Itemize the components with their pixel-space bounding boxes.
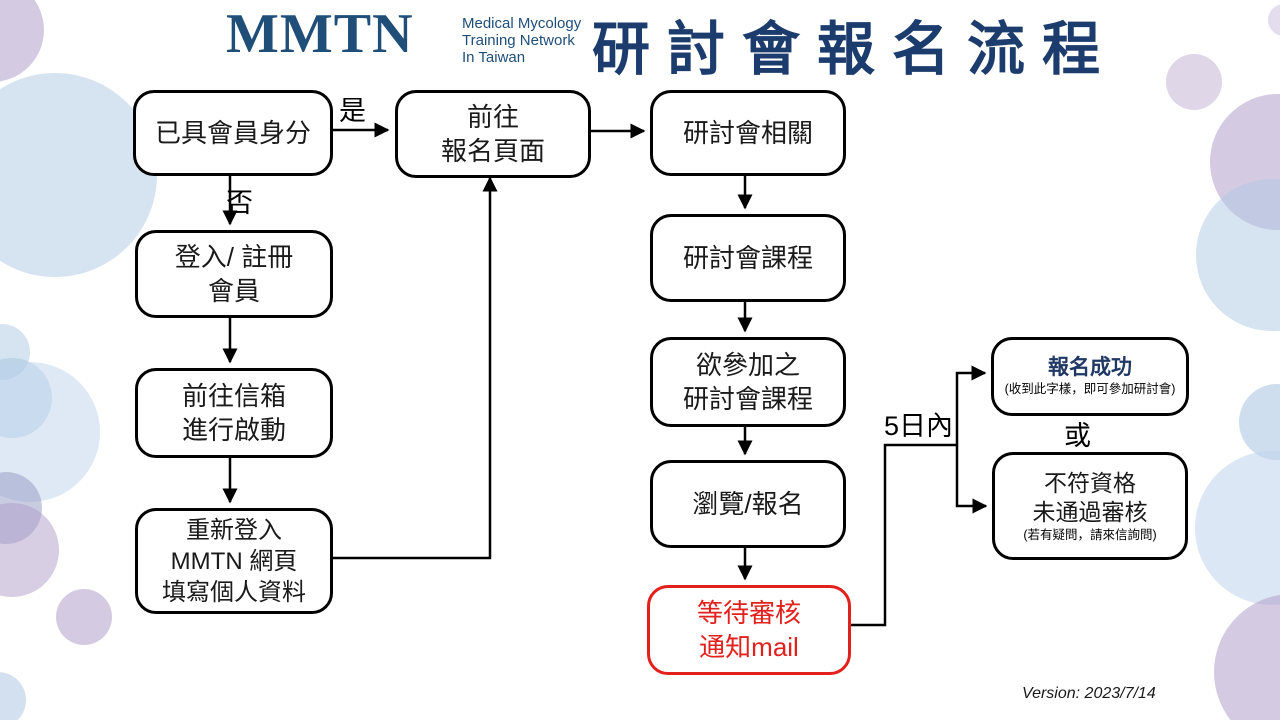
flow-node-desired-seminar-courses: 欲參加之 研討會課程 [650, 337, 846, 427]
mmtn-logo: MMTN [226, 3, 414, 65]
flow-node-seminar-related: 研討會相關 [650, 90, 846, 176]
node-text: 等待審核 [696, 598, 801, 628]
edge-wait-to-branch [845, 443, 957, 627]
node-text: 進行啟動 [181, 415, 286, 445]
edge-label-within-days: 5日內 [884, 411, 954, 441]
flow-node-registration-success: 報名成功 (收到此字樣，即可參加研討會) [991, 337, 1189, 416]
logo-subtitle-line: In Taiwan [462, 49, 526, 66]
decorative-circle [56, 589, 112, 645]
edge-label-yes: 是 [339, 96, 366, 126]
node-text: 重新登入 [186, 516, 282, 544]
node-note: (收到此字樣，即可參加研討會) [1004, 382, 1176, 396]
flow-node-already-member: 已具會員身分 [133, 90, 333, 176]
flow-node-goto-registration-page: 前往 報名頁面 [395, 90, 591, 178]
node-text: 已具會員身分 [154, 118, 311, 148]
node-text: 報名頁面 [440, 136, 545, 166]
logo-subtitle-line: Training Network [462, 32, 575, 49]
edge-label-or: 或 [1064, 421, 1091, 451]
node-text: 登入/ 註冊 [174, 242, 294, 272]
node-text: 通知mail [699, 632, 799, 662]
flow-node-not-qualified: 不符資格 未通過審核 (若有疑問，請來信詢問) [992, 452, 1188, 560]
node-text: 不符資格 [1044, 469, 1136, 496]
flow-node-seminar-courses: 研討會課程 [650, 214, 846, 302]
version-stamp: Version: 2023/7/14 [1022, 685, 1156, 702]
flow-node-login-register: 登入/ 註冊 會員 [135, 230, 333, 318]
node-text: 瀏覽/報名 [692, 489, 804, 519]
flow-node-wait-review-mail: 等待審核 通知mail [647, 585, 851, 675]
node-text: MMTN 網頁 [170, 547, 298, 575]
mmtn-logo-subtitle: Medical Mycology Training Network In Tai… [462, 15, 581, 66]
node-text: 研討會課程 [682, 384, 813, 414]
edge-branch-to-success [955, 365, 987, 445]
node-text: 填寫個人資料 [162, 578, 306, 606]
decorative-circle [1166, 54, 1222, 110]
node-title: 報名成功 [1048, 356, 1132, 379]
node-text: 前往 [466, 102, 519, 132]
decorative-circle [0, 73, 157, 277]
logo-subtitle-line: Medical Mycology [462, 15, 582, 32]
node-text: 研討會相關 [682, 118, 813, 148]
flow-node-relogin-fill-profile: 重新登入 MMTN 網頁 填寫個人資料 [135, 508, 333, 614]
decorative-circle [1268, 4, 1280, 36]
node-note: (若有疑問，請來信詢問) [1023, 527, 1157, 542]
node-text: 前往信箱 [181, 381, 286, 411]
edge-relogin-to-goto [327, 176, 498, 560]
node-text: 會員 [207, 276, 260, 306]
node-text: 欲參加之 [695, 350, 800, 380]
flow-node-activate-mailbox: 前往信箱 進行啟動 [135, 368, 333, 458]
node-text: 未通過審核 [1032, 498, 1148, 525]
node-text: 研討會課程 [682, 243, 813, 273]
flow-node-browse-register: 瀏覽/報名 [650, 460, 846, 548]
edge-branch-to-rejected [955, 445, 988, 514]
edge-label-no: 否 [226, 188, 253, 218]
page-title: 研討會報名流程 [592, 17, 1118, 82]
